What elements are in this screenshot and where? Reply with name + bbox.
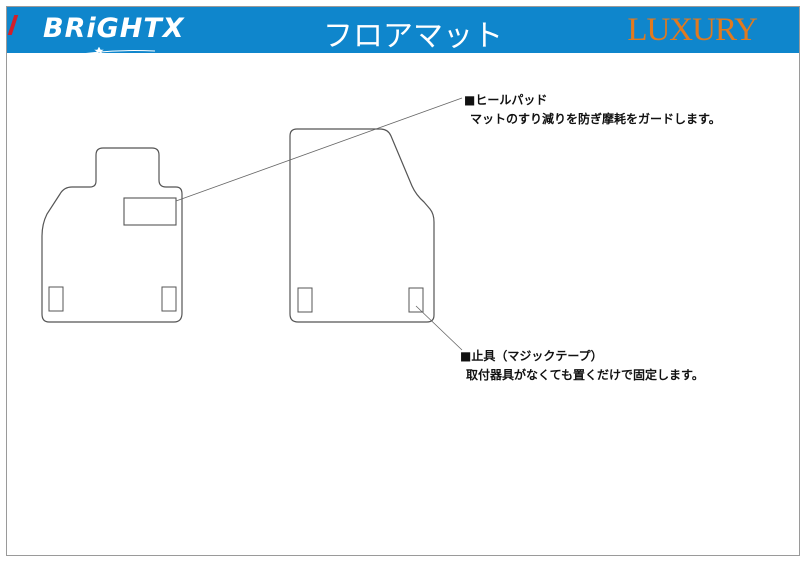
- header-bar: BRiGHTX フロアマット LUXURY: [7, 7, 799, 57]
- passenger-fastener-right: [408, 287, 424, 313]
- heel-pad-description: マットのすり減りを防ぎ摩耗をガードします。: [470, 112, 721, 126]
- heel-pad-title: ■ヒールパッド: [464, 93, 548, 107]
- brand-logo: BRiGHTX: [43, 13, 185, 44]
- page-frame: [6, 6, 800, 556]
- driver-fastener-right: [161, 286, 177, 312]
- fastener-description: 取付器具がなくても置くだけで固定します。: [466, 368, 704, 382]
- brand-swoosh-icon: [68, 47, 156, 57]
- heel-pad: [123, 197, 177, 226]
- page-title: フロアマット: [323, 19, 503, 54]
- passenger-mat-outline: [289, 128, 435, 323]
- driver-fastener-left: [48, 286, 64, 312]
- passenger-fastener-left: [297, 287, 313, 313]
- heel-pad-leader-line: [175, 97, 463, 202]
- driver-mat-outline: [41, 147, 183, 323]
- luxury-badge: LUXURY: [627, 12, 758, 48]
- fastener-title: ■止具（マジックテープ）: [460, 349, 603, 363]
- fastener-leader-line: [415, 305, 463, 351]
